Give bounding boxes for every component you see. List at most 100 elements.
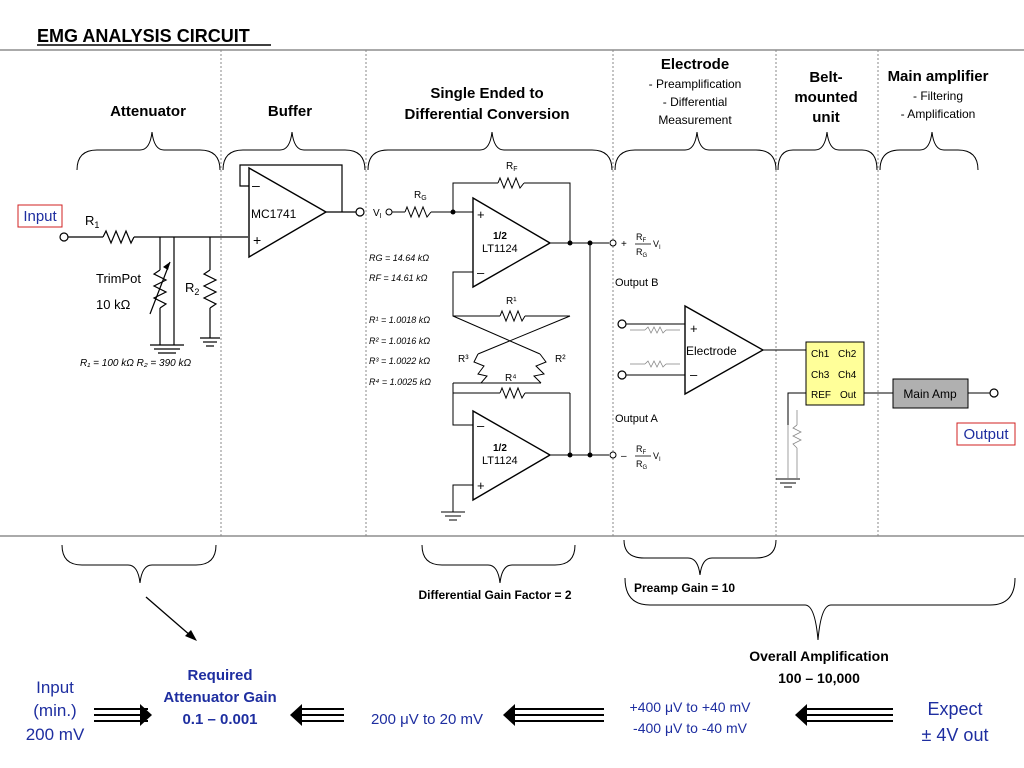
section-main-amp: Main amplifier [888, 68, 989, 85]
rf-value: RF = 14.61 kΩ [369, 273, 428, 283]
gain-fraction-bottom: RF RG VI [635, 444, 661, 471]
top-opamp-lt1124: LT1124 [482, 243, 518, 255]
svg-text:RG: RG [636, 247, 648, 259]
belt-ref-resistor [787, 410, 802, 478]
diff-output-plus-terminal [609, 239, 617, 247]
lt1124-top-opamp [472, 196, 552, 289]
flow-input-l2: (min.) [33, 701, 76, 720]
section-se-line1: Single Ended to [430, 85, 543, 102]
svg-text:Ch2: Ch2 [838, 349, 857, 360]
svg-text:Ch1: Ch1 [811, 349, 830, 360]
bottom-opamp-lt1124: LT1124 [482, 455, 518, 467]
plus-out-sign: + [621, 239, 627, 250]
flow-arrow-1 [94, 704, 152, 726]
vi-terminal [385, 208, 393, 216]
trimpot-label: TrimPot [96, 271, 141, 286]
se-wiring [392, 176, 609, 512]
belt-unit-box [805, 341, 865, 406]
r2-value: R² = 1.0016 kΩ [369, 336, 430, 346]
output-terminal [989, 388, 999, 398]
range-1: 200 μV to 20 mV [371, 711, 483, 728]
svg-text:VI: VI [653, 239, 661, 251]
section-belt-1: Belt- [809, 69, 842, 86]
rg-value: RG = 14.64 kΩ [369, 253, 429, 263]
section-attenuator: Attenuator [110, 103, 186, 120]
buffer-wiring [239, 164, 356, 213]
svg-text:VI: VI [653, 451, 661, 463]
electrode-wiring [626, 323, 806, 376]
rg-label: RG [414, 190, 427, 202]
electrode-opamp-plus: + [690, 321, 698, 336]
range-2-l2: -400 μV to -40 mV [633, 720, 748, 736]
range-2-l1: +400 μV to +40 mV [630, 699, 752, 715]
svg-text:REF: REF [811, 390, 831, 401]
expect-l1: Expect [927, 699, 982, 719]
electrode-opamp-minus: – [690, 367, 698, 382]
attenuator-values: R₁ = 100 kΩ R₂ = 390 kΩ [80, 358, 192, 369]
output-a-label: Output A [615, 413, 658, 425]
ground-symbol-belt [776, 478, 800, 488]
overall-gain-line2: 100 – 10,000 [778, 670, 860, 686]
top-opamp-plus: + [477, 207, 485, 222]
lt1124-bottom-opamp [472, 409, 552, 502]
diff-output-minus-terminal [609, 451, 617, 459]
r1-label: R1 [85, 213, 99, 230]
mc1741-plus: + [253, 232, 261, 248]
rf-label: RF [506, 161, 518, 173]
main-line2: - Amplification [901, 107, 976, 121]
buffer-output-terminal [355, 207, 365, 217]
flow-arrow-2 [290, 704, 344, 726]
top-opamp-half: 1/2 [493, 231, 507, 242]
output-label: Output [963, 426, 1009, 443]
mc1741-opamp [248, 166, 328, 259]
section-se-line2: Differential Conversion [404, 106, 569, 123]
trimpot-value: 10 kΩ [96, 297, 131, 312]
r4-sup-label: R⁴ [505, 373, 517, 384]
electrode-line1: - Preamplification [649, 77, 742, 91]
r3-value: R³ = 1.0022 kΩ [369, 356, 430, 366]
section-electrode: Electrode [661, 56, 729, 73]
expect-l2: ± 4V out [922, 725, 989, 745]
input-terminal [59, 232, 69, 242]
r2-sup-label: R² [555, 354, 566, 365]
bottom-braces [61, 539, 1016, 641]
resistor-values: RG = 14.64 kΩ RF = 14.61 kΩ R¹ = 1.0018 … [369, 253, 431, 387]
top-opamp-minus: – [477, 265, 485, 280]
vi-label: VI [373, 208, 382, 220]
section-dividers [220, 50, 879, 536]
se-junction-dots [450, 209, 593, 458]
svg-text:Out: Out [840, 390, 856, 401]
overall-gain-line1: Overall Amplification [749, 648, 889, 664]
section-belt-2: mounted [794, 89, 857, 106]
electrode-in-minus-terminal [617, 370, 627, 380]
r3-sup-label: R³ [458, 354, 469, 365]
electrode-line3: Measurement [658, 113, 732, 127]
belt-ref-wiring [787, 392, 893, 425]
mc1741-label: MC1741 [251, 207, 297, 221]
output-b-label: Output B [615, 277, 658, 289]
top-braces [76, 131, 979, 171]
ground-symbol-se [441, 511, 465, 521]
attenuator-arrow-shaft [145, 596, 192, 637]
mc1741-minus: – [252, 177, 260, 193]
preamp-gain-label: Preamp Gain = 10 [634, 581, 735, 595]
input-label-box [17, 204, 63, 228]
main-line1: - Filtering [913, 89, 963, 103]
gain-fraction-top: RF RG VI [635, 232, 661, 259]
flow-input-l3: 200 mV [26, 725, 85, 744]
r1-value: R¹ = 1.0018 kΩ [369, 315, 430, 325]
page-title: EMG ANALYSIS CIRCUIT [37, 26, 250, 46]
svg-text:Ch3: Ch3 [811, 370, 830, 381]
flow-arrow-3 [503, 704, 604, 726]
diff-gain-label: Differential Gain Factor = 2 [418, 588, 571, 602]
electrode-opamp [684, 304, 765, 396]
trimpot-arrow [163, 262, 170, 270]
output-label-box [956, 422, 1016, 446]
required-gain-l1: Required [187, 667, 252, 684]
required-gain-l2: Attenuator Gain [163, 689, 276, 706]
r1-sup-label: R¹ [506, 296, 517, 307]
attenuator-arrow-head [185, 630, 197, 641]
input-label: Input [23, 208, 57, 225]
